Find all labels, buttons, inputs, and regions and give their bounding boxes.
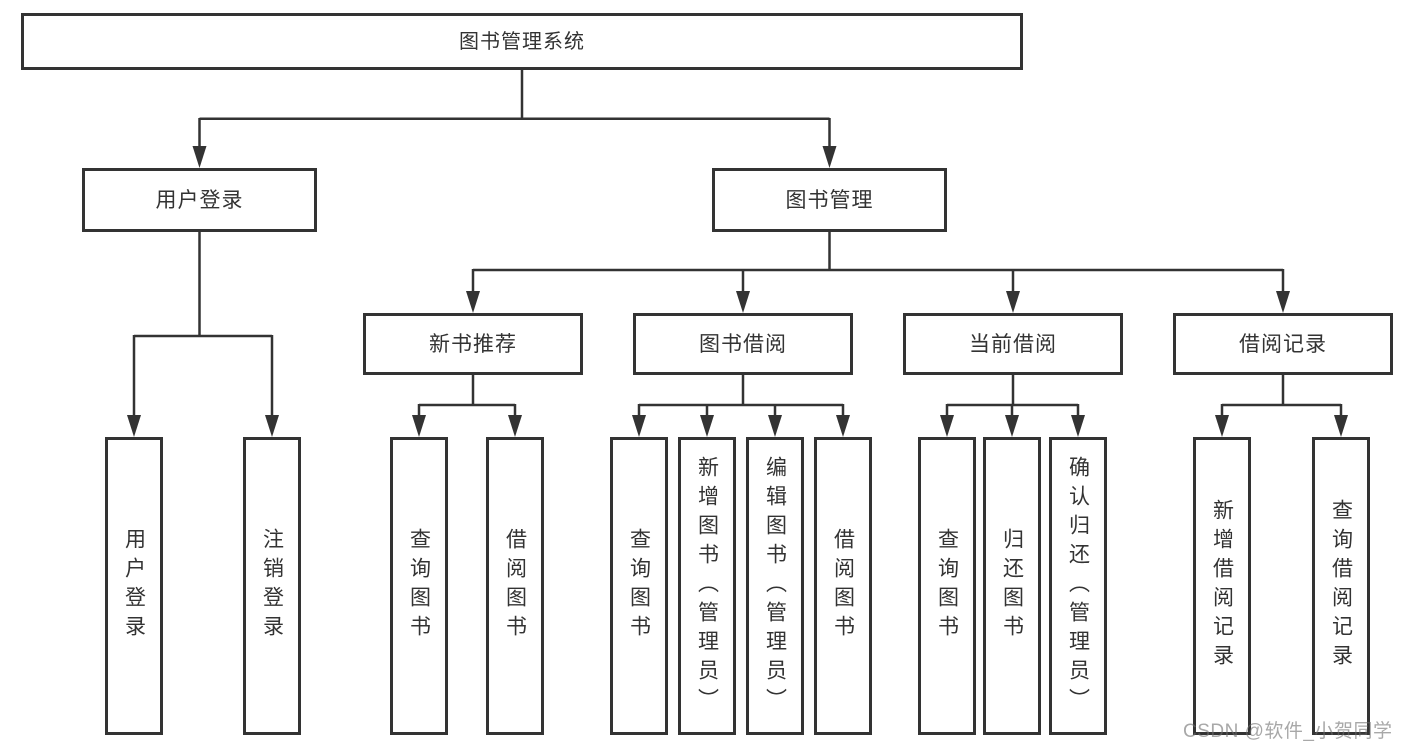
node-user-login-label: 用户登录	[155, 188, 244, 212]
leaf-logout: 注销登录	[243, 437, 301, 735]
leaf-edit-books-admin: 编辑图书（管理员）	[746, 437, 804, 735]
leaf-query-borrow-record-label: 查询借阅记录	[1329, 499, 1353, 673]
leaf-add-borrow-record-label: 新增借阅记录	[1210, 499, 1234, 673]
node-root-label: 图书管理系统	[459, 30, 585, 53]
node-root: 图书管理系统	[21, 13, 1023, 70]
leaf-query-books-current: 查询图书	[918, 437, 976, 735]
node-new-book-recommend-label: 新书推荐	[429, 332, 517, 356]
leaf-add-borrow-record: 新增借阅记录	[1193, 437, 1251, 735]
leaf-logout-label: 注销登录	[260, 528, 284, 644]
leaf-query-books-borrow-label: 查询图书	[627, 528, 651, 644]
leaf-query-books-recommend-label: 查询图书	[407, 528, 431, 644]
node-book-borrow: 图书借阅	[633, 313, 853, 375]
leaf-query-books-borrow: 查询图书	[610, 437, 668, 735]
leaf-query-books-recommend: 查询图书	[390, 437, 448, 735]
leaf-return-books-label: 归还图书	[1000, 528, 1024, 644]
node-borrow-records-label: 借阅记录	[1239, 332, 1327, 356]
node-book-management: 图书管理	[712, 168, 947, 232]
leaf-add-books-admin: 新增图书（管理员）	[678, 437, 736, 735]
leaf-query-borrow-record: 查询借阅记录	[1312, 437, 1370, 735]
leaf-query-books-current-label: 查询图书	[935, 528, 959, 644]
leaf-edit-books-admin-label: 编辑图书（管理员）	[763, 455, 787, 717]
leaf-confirm-return-admin-label: 确认归还（管理员）	[1066, 455, 1090, 717]
leaf-borrow-books-recommend-label: 借阅图书	[503, 528, 527, 644]
leaf-confirm-return-admin: 确认归还（管理员）	[1049, 437, 1107, 735]
leaf-borrow-books-recommend: 借阅图书	[486, 437, 544, 735]
leaf-user-login-label: 用户登录	[122, 528, 146, 644]
node-new-book-recommend: 新书推荐	[363, 313, 583, 375]
node-borrow-records: 借阅记录	[1173, 313, 1393, 375]
node-book-management-label: 图书管理	[785, 188, 874, 212]
leaf-borrow-books: 借阅图书	[814, 437, 872, 735]
leaf-borrow-books-label: 借阅图书	[831, 528, 855, 644]
node-user-login: 用户登录	[82, 168, 317, 232]
node-current-borrow: 当前借阅	[903, 313, 1123, 375]
leaf-add-books-admin-label: 新增图书（管理员）	[695, 455, 719, 717]
node-book-borrow-label: 图书借阅	[699, 332, 787, 356]
node-current-borrow-label: 当前借阅	[969, 332, 1057, 356]
leaf-user-login: 用户登录	[105, 437, 163, 735]
leaf-return-books: 归还图书	[983, 437, 1041, 735]
watermark-text: CSDN @软件_小贺同学	[1183, 721, 1393, 742]
